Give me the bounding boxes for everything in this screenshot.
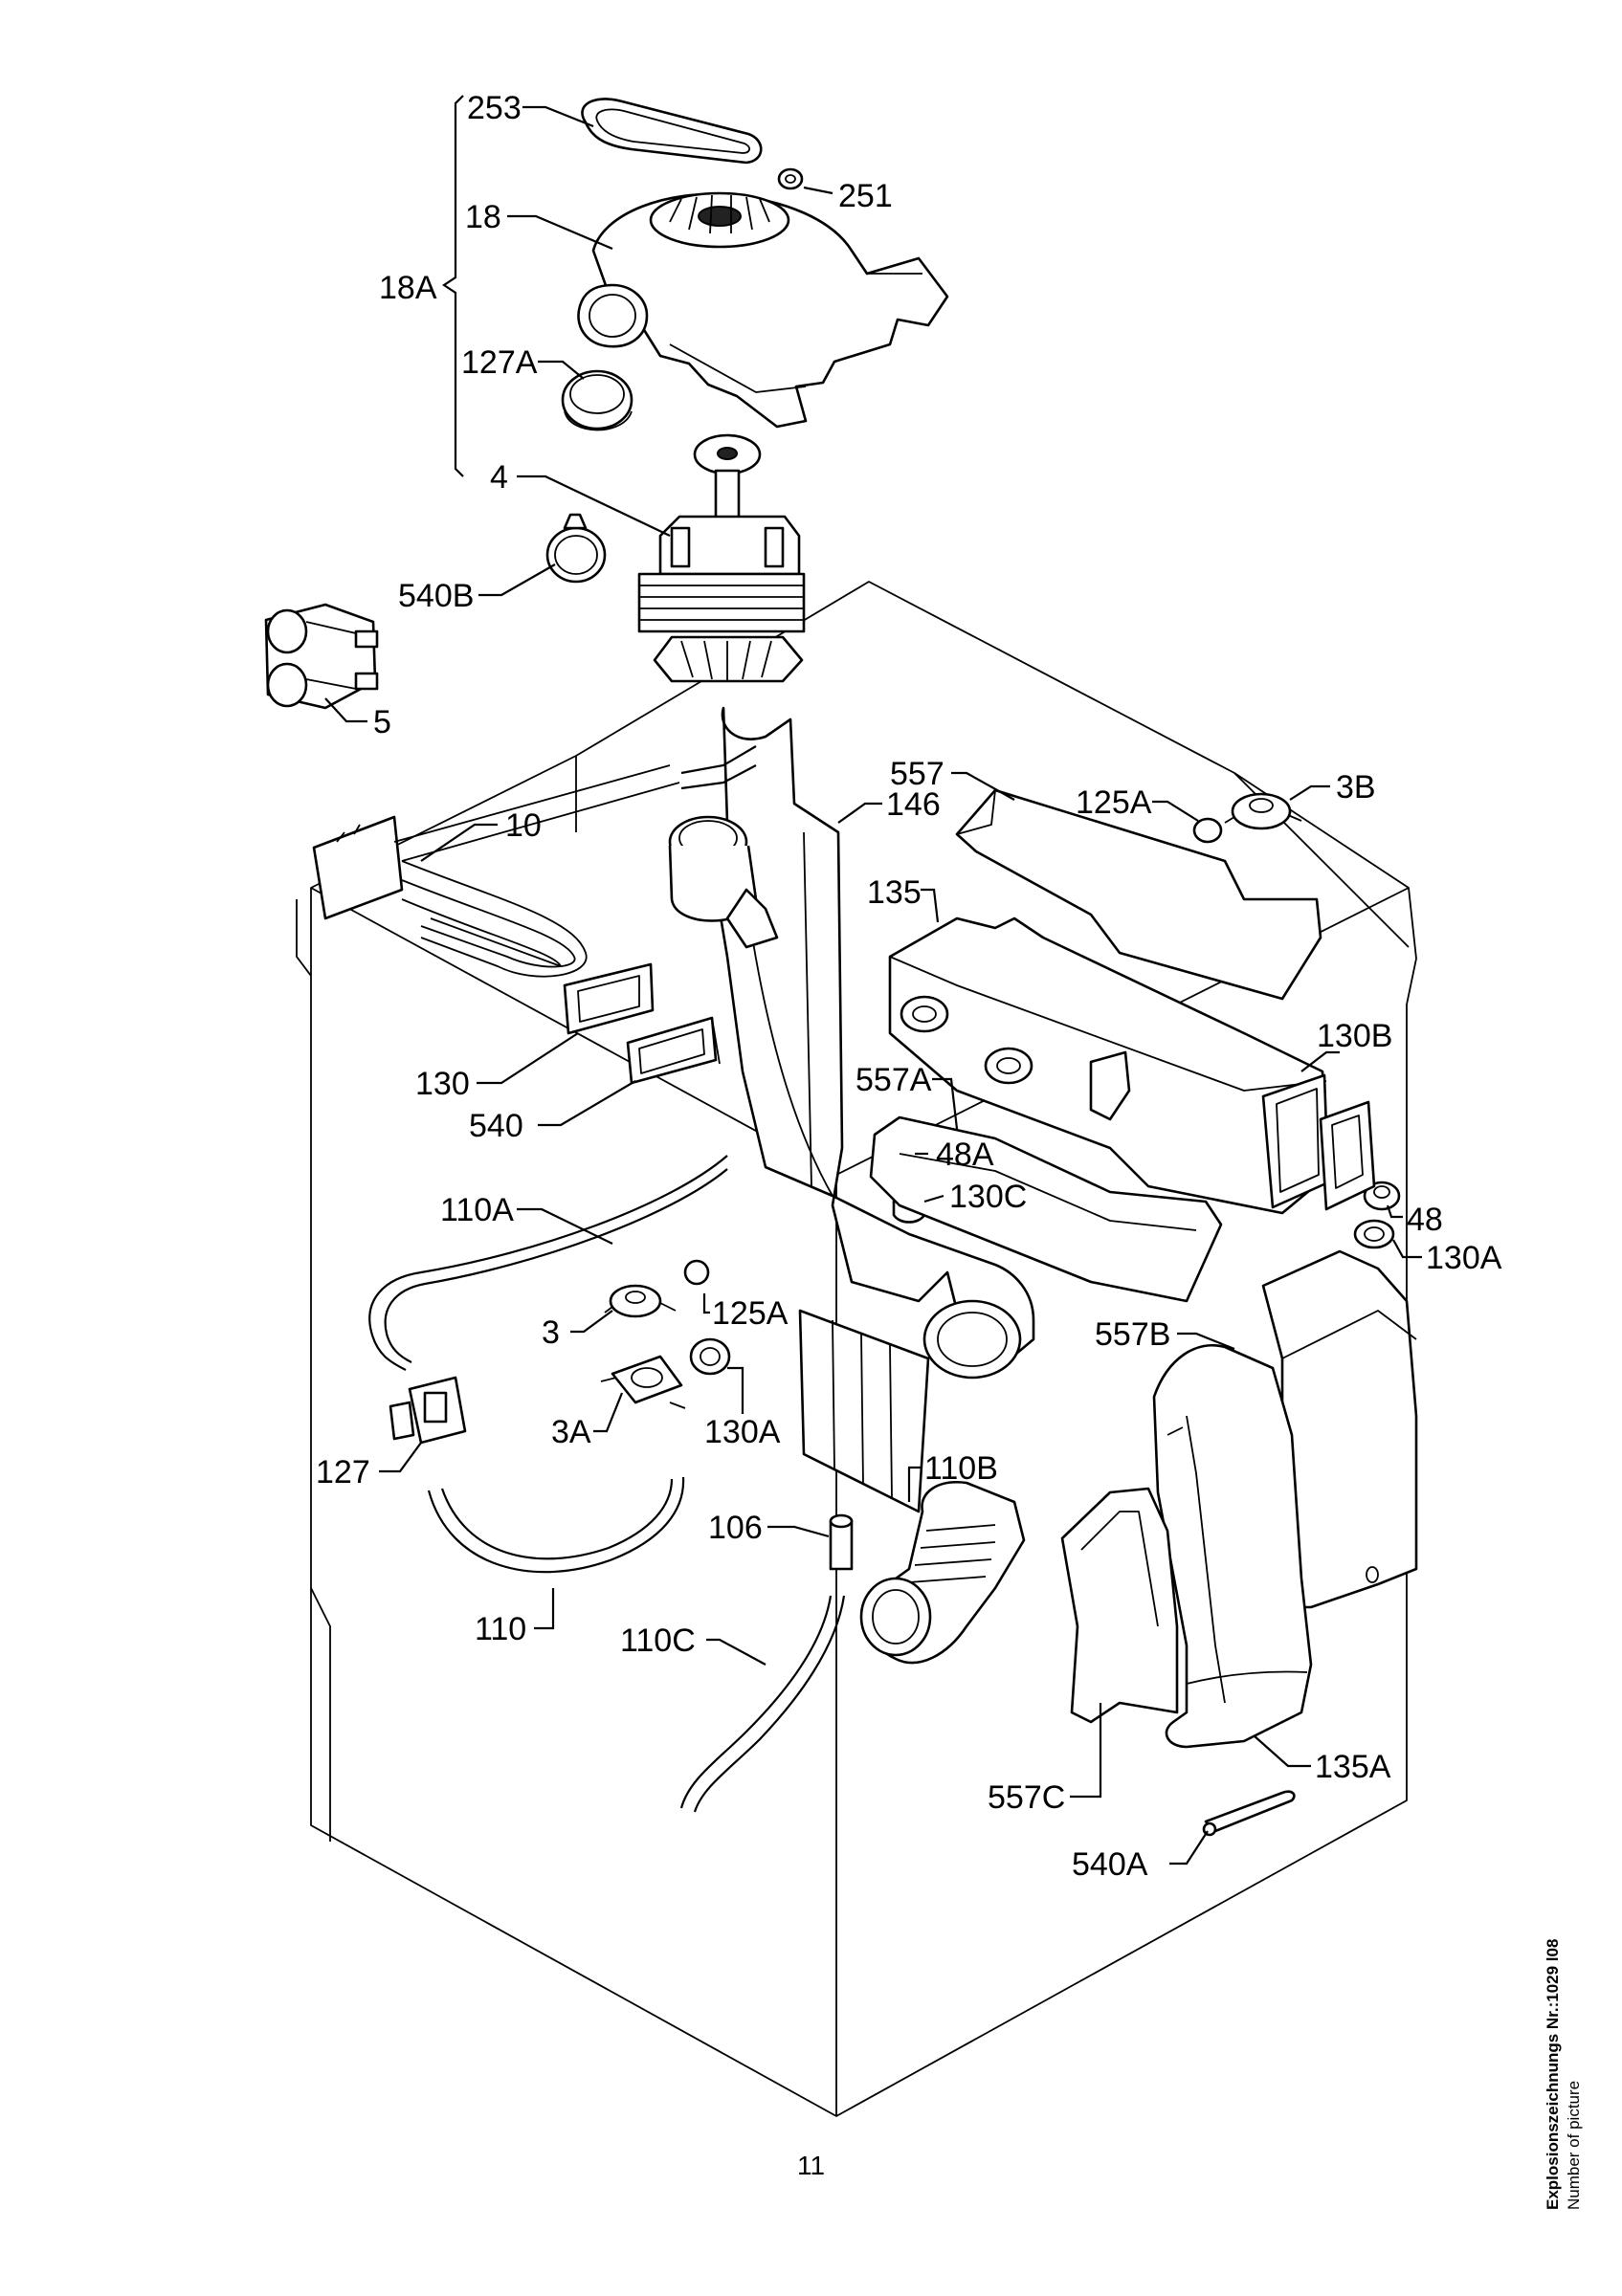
page-number: 11 — [796, 2151, 826, 2180]
label-110: 110 — [475, 1611, 526, 1647]
thermostat-3b-part — [1224, 792, 1302, 830]
label-557c: 557C — [988, 1779, 1065, 1816]
air-duct-146-part — [668, 706, 1035, 1513]
o-ring-125a-top-part — [1192, 817, 1223, 844]
duct-135a-part — [1152, 1344, 1313, 1749]
thermostat-3a-part — [600, 1355, 686, 1409]
condenser-duct-135-part — [888, 916, 1330, 1215]
label-146: 146 — [886, 786, 941, 823]
o-ring-125a-mid-part — [683, 1259, 710, 1286]
inlet-hose-part — [680, 745, 757, 790]
label-110c: 110C — [620, 1623, 696, 1659]
water-valve-part — [264, 603, 379, 710]
cover-plate-557a-part — [869, 1115, 1223, 1303]
label-127a: 127A — [461, 344, 538, 381]
label-130b: 130B — [1317, 1018, 1392, 1054]
part-labels: 253 251 18 18A 127A 4 540B 5 557 146 125… — [316, 90, 1502, 1883]
motor-part — [637, 433, 806, 683]
label-3a: 3A — [551, 1414, 591, 1450]
label-135: 135 — [867, 874, 922, 911]
bracket-part — [626, 1016, 721, 1085]
label-5: 5 — [373, 704, 391, 740]
label-135a: 135A — [1315, 1749, 1391, 1785]
label-48a: 48A — [936, 1137, 994, 1173]
thermostat-3-part — [604, 1284, 677, 1318]
label-10: 10 — [505, 807, 542, 844]
clamp-ring-part — [545, 513, 607, 584]
cover-plate-557-part — [955, 788, 1322, 1001]
hose-110-part — [427, 1476, 685, 1574]
gasket-part — [563, 962, 655, 1035]
label-540: 540 — [469, 1108, 523, 1144]
clip-540a-part — [1202, 1790, 1296, 1837]
label-3: 3 — [542, 1314, 560, 1351]
label-540a: 540A — [1072, 1846, 1148, 1883]
label-130a-mid: 130A — [704, 1414, 781, 1450]
label-251: 251 — [838, 178, 893, 214]
label-130c: 130C — [949, 1179, 1027, 1215]
label-125a-mid: 125A — [712, 1295, 789, 1332]
pressure-switch-part — [389, 1376, 467, 1445]
drawing-number-text: Explosionszeichnungs Nr.:1029 l08 — [1544, 1938, 1562, 2210]
picture-caption-text: Number of picture — [1565, 2080, 1583, 2210]
nut-part — [777, 167, 804, 190]
label-4: 4 — [490, 459, 508, 496]
hose-110c-part — [679, 1595, 846, 1813]
leader-lines — [324, 105, 1422, 1866]
label-557: 557 — [890, 756, 944, 792]
label-18: 18 — [465, 199, 501, 235]
label-18a: 18A — [379, 270, 437, 306]
plug-48-part — [1363, 1181, 1401, 1211]
label-127: 127 — [316, 1454, 370, 1490]
label-3b: 3B — [1336, 769, 1376, 806]
label-557a: 557A — [855, 1062, 932, 1098]
connector-106-part — [829, 1513, 854, 1571]
label-130a-right: 130A — [1426, 1240, 1502, 1276]
cover-plate-557c-part — [1060, 1487, 1179, 1724]
label-557b: 557B — [1095, 1316, 1170, 1353]
fan-housing-part — [577, 191, 949, 429]
label-48: 48 — [1407, 1202, 1443, 1238]
hose-110a-part — [368, 1155, 728, 1371]
hose-ring-part — [561, 369, 633, 431]
label-130: 130 — [415, 1066, 470, 1102]
drive-belt-part — [581, 98, 763, 165]
label-540b: 540B — [398, 578, 474, 614]
gasket-130b-part — [1319, 1100, 1376, 1211]
label-253: 253 — [467, 90, 522, 126]
picture-number-note: Explosionszeichnungs Nr.:1029 l08 Number… — [1543, 1674, 1585, 2210]
label-110b: 110B — [924, 1450, 998, 1487]
label-106: 106 — [708, 1510, 763, 1546]
hose-110b-part — [859, 1481, 1026, 1665]
label-125a-top: 125A — [1076, 784, 1152, 821]
group-bracket-18a — [442, 95, 464, 477]
seal-130a-mid-part — [689, 1337, 731, 1376]
heating-element-part — [312, 764, 680, 978]
label-110a: 110A — [440, 1192, 514, 1228]
seal-130a-right-part — [1353, 1219, 1395, 1249]
